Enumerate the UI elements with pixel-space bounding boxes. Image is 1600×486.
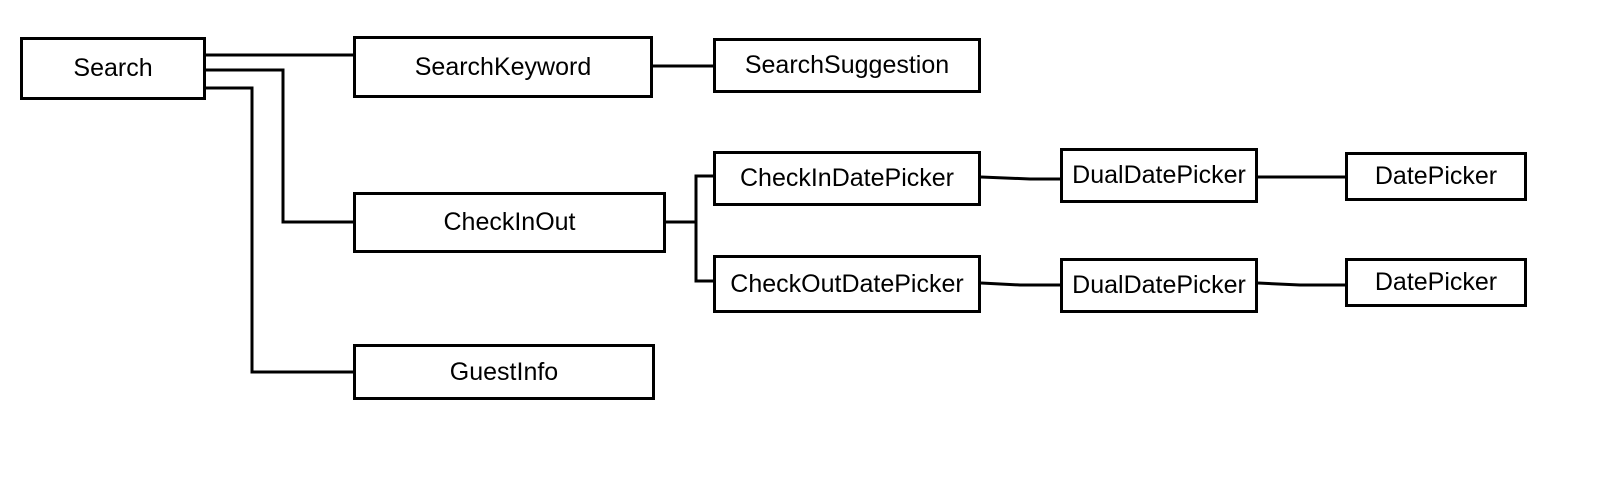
edge-search-to-checkinout	[206, 68, 353, 224]
node-label-datepicker-bot: DatePicker	[1374, 268, 1498, 296]
node-guest-info[interactable]: GuestInfo	[353, 344, 655, 400]
node-check-in-out[interactable]: CheckInOut	[353, 192, 666, 253]
node-label-check-in-out: CheckInOut	[443, 208, 576, 236]
node-dual-datepicker-top[interactable]: DualDatePicker	[1060, 148, 1258, 203]
node-dual-datepicker-bot[interactable]: DualDatePicker	[1060, 258, 1258, 313]
node-check-in-datepicker[interactable]: CheckInDatePicker	[713, 151, 981, 206]
node-label-dual-datepicker-top: DualDatePicker	[1072, 161, 1246, 189]
node-label-search: Search	[73, 54, 153, 82]
node-search[interactable]: Search	[20, 37, 206, 100]
node-search-suggestion[interactable]: SearchSuggestion	[713, 38, 981, 93]
node-label-datepicker-top: DatePicker	[1374, 162, 1498, 190]
node-check-out-datepicker[interactable]: CheckOutDatePicker	[713, 255, 981, 313]
node-label-search-keyword: SearchKeyword	[414, 52, 592, 81]
node-label-search-suggestion: SearchSuggestion	[744, 51, 950, 79]
edge-dualdatepicker-to-datepicker-bot	[1257, 281, 1345, 287]
node-label-guest-info: GuestInfo	[449, 357, 559, 386]
node-label-dual-datepicker-bot: DualDatePicker	[1072, 271, 1246, 299]
edge-checkinout-to-checkindatepicker	[666, 174, 713, 224]
node-label-check-in-datepicker: CheckInDatePicker	[740, 164, 954, 192]
edge-checkinout-to-checkoutdatepicker	[666, 220, 713, 283]
node-datepicker-bot[interactable]: DatePicker	[1345, 258, 1527, 307]
node-label-check-out-datepicker: CheckOutDatePicker	[730, 269, 964, 298]
edge-checkindatepicker-to-dualdatepicker	[980, 175, 1060, 181]
node-search-keyword[interactable]: SearchKeyword	[353, 36, 653, 98]
edge-search-to-guestinfo	[206, 86, 353, 374]
edge-checkoutdatepicker-to-dualdatepicker	[980, 281, 1060, 287]
node-datepicker-top[interactable]: DatePicker	[1345, 152, 1527, 201]
